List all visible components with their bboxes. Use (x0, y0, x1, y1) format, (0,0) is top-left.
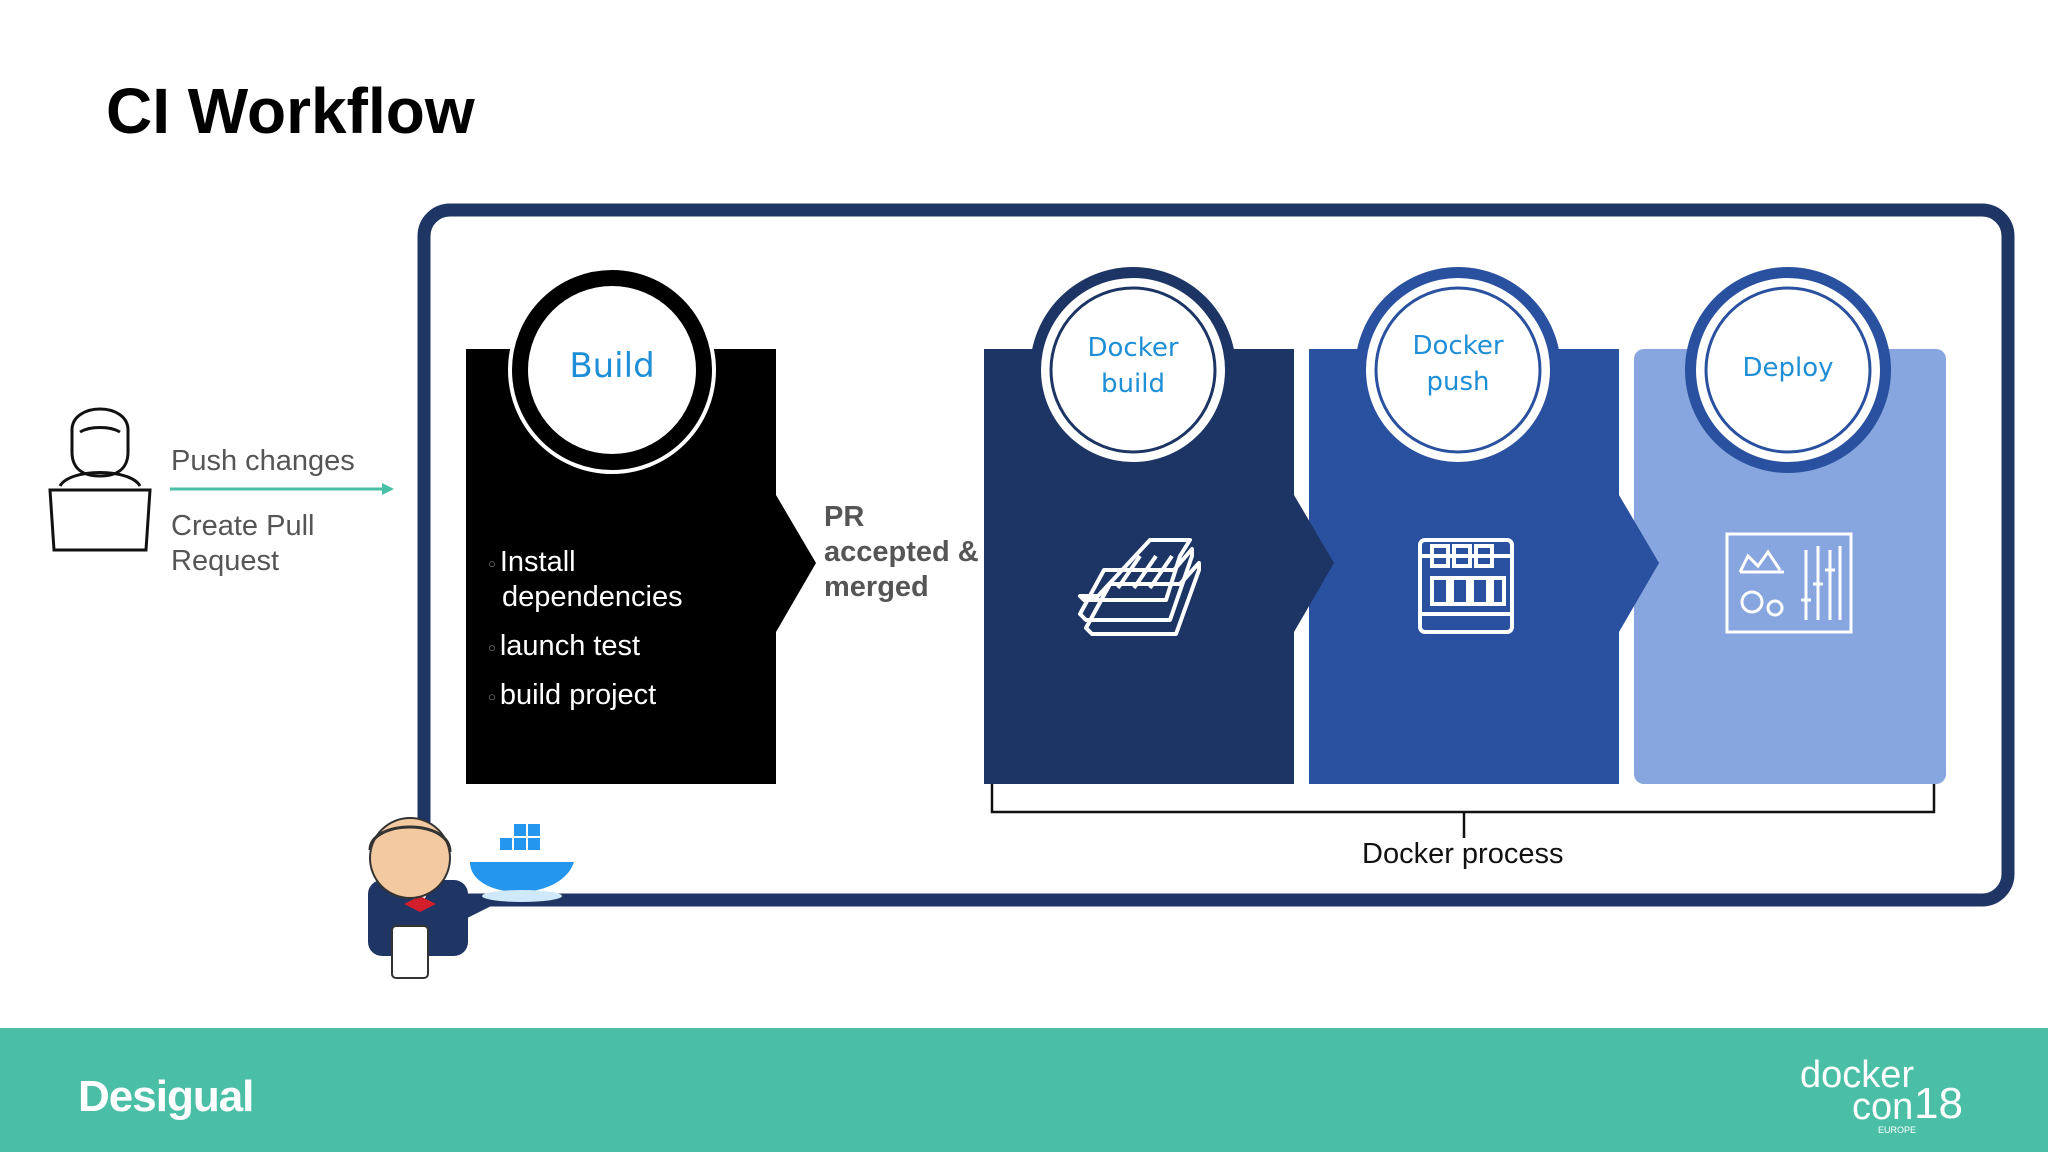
dashboard-icon (1725, 532, 1853, 634)
create-pr-label-line1: Create Pull (171, 510, 315, 542)
desigual-logo: Desigual (78, 1072, 254, 1121)
build-step-launch-test: ○launch test (488, 630, 641, 662)
footer-bar (0, 1028, 2048, 1152)
create-pr-label-line2: Request (171, 545, 280, 577)
bullet-icon: ○ (488, 555, 496, 571)
push-arrow (170, 483, 394, 495)
docker-push-label-line1: Docker (1412, 331, 1504, 361)
build-stage-label: Build (569, 346, 655, 386)
dockercon-logo-year: 18 (1914, 1079, 1963, 1128)
pr-label-line1: PR (824, 501, 865, 533)
docker-process-label: Docker process (1362, 838, 1564, 870)
bullet-icon: ○ (488, 639, 496, 655)
pr-label-line3: merged (824, 571, 929, 603)
crate-icon (1418, 538, 1514, 634)
deploy-label: Deploy (1742, 353, 1834, 383)
layers-icon (1078, 538, 1201, 636)
build-step-build-project: ○build project (488, 679, 657, 711)
docker-build-circle (1049, 286, 1217, 454)
dockercon-logo-line1: docker (1800, 1054, 1915, 1096)
build-step-install: ○Install (488, 546, 576, 578)
dockercon-logo-sub: EUROPE (1878, 1125, 1917, 1135)
dockercon-logo-line2: con (1852, 1086, 1914, 1128)
docker-process-bracket (990, 784, 1936, 838)
deploy-circle (1704, 286, 1872, 454)
build-step-install-line2: dependencies (502, 581, 683, 613)
docker-push-label-line2: push (1426, 367, 1490, 397)
bullet-icon: ○ (488, 688, 496, 704)
docker-build-block (984, 349, 1334, 784)
docker-build-label-line1: Docker (1087, 333, 1179, 363)
docker-push-circle (1374, 286, 1542, 454)
docker-whale-icon (470, 824, 574, 902)
docker-build-label-line2: build (1101, 369, 1165, 399)
build-block (466, 349, 816, 784)
deploy-block (1634, 349, 1946, 784)
developer-icon (48, 407, 152, 552)
push-changes-label: Push changes (171, 445, 355, 477)
slide-title: CI Workflow (106, 75, 475, 147)
pr-label-line2: accepted & (824, 536, 979, 568)
build-circle (528, 286, 696, 454)
